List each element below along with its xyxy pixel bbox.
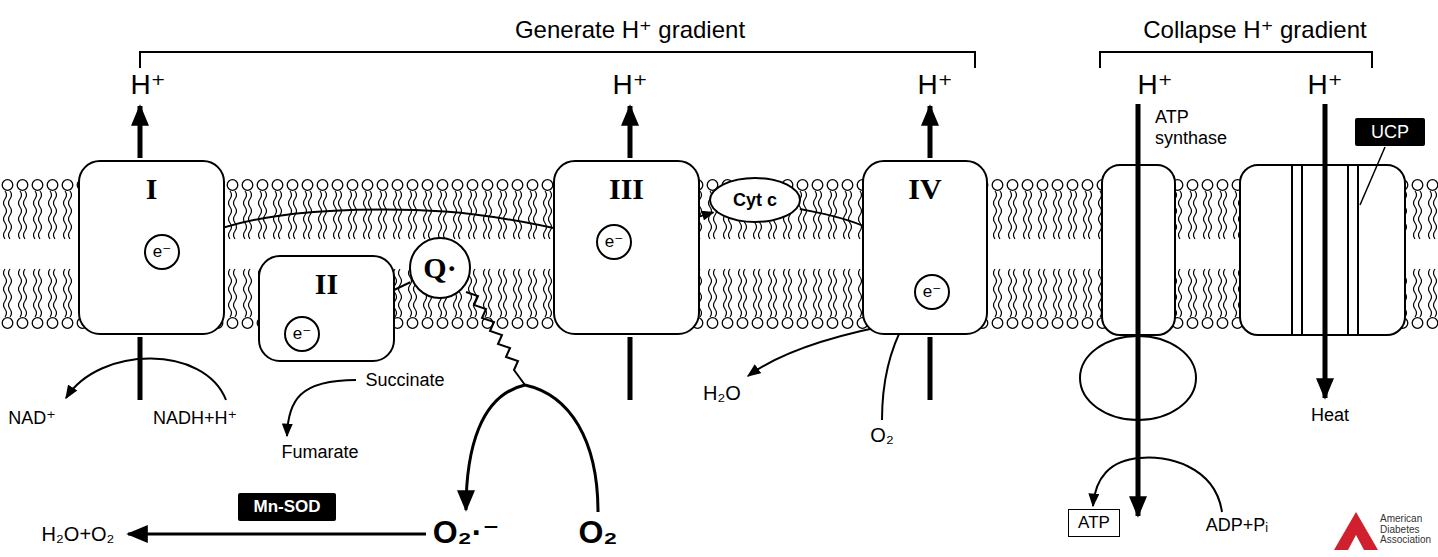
- proton-arrow: [1323, 104, 1328, 398]
- proton-arrow: [1136, 104, 1141, 516]
- bracket: [1100, 52, 1372, 68]
- ucp-tag: UCP: [1355, 118, 1425, 147]
- molecule-label: NADH+H⁺: [153, 408, 237, 429]
- cytochrome-ellipse: Cyt c: [709, 177, 801, 223]
- reaction-arrow: [1093, 458, 1222, 512]
- bracket-title: Generate H⁺ gradient: [515, 16, 745, 44]
- complex-box: II e⁻: [258, 255, 395, 362]
- bracket: [140, 52, 975, 68]
- molecule-label: O₂·⁻: [433, 514, 500, 551]
- node-text: IV: [908, 172, 941, 207]
- molecule-label: H₂O+O₂: [42, 523, 115, 546]
- reaction-arrow: [287, 380, 356, 436]
- electron-leak-line: [466, 292, 525, 385]
- complex-box: III e⁻: [553, 160, 700, 335]
- proton-arrow: [138, 106, 143, 158]
- node-text: e⁻: [153, 242, 171, 262]
- bracket-title: Collapse H⁺ gradient: [1143, 16, 1366, 44]
- proton-label: H⁺: [1308, 69, 1343, 101]
- quinone-circle: Q·: [409, 237, 471, 299]
- node-text: Cyt c: [733, 190, 777, 211]
- proton-label: H⁺: [131, 69, 166, 101]
- oxygen-line: [525, 385, 598, 512]
- complex-box: Ie⁻: [78, 160, 225, 335]
- molecule-label: NAD⁺: [8, 408, 56, 429]
- node-text: I: [146, 172, 158, 207]
- part-name: ATP synthase: [1155, 107, 1245, 148]
- molecule-label: Fumarate: [281, 442, 358, 463]
- molecule-label: ADP+Pᵢ: [1206, 515, 1268, 536]
- leader-line: [1360, 147, 1385, 205]
- reaction-arrow: [66, 358, 226, 400]
- superoxide-arrow: [466, 385, 525, 510]
- molecule-label: Succinate: [365, 370, 444, 391]
- node-text: e⁻: [293, 324, 311, 344]
- node-text: III: [609, 172, 644, 207]
- logo-text: American Diabetes Association: [1380, 514, 1434, 546]
- proton-arrow: [138, 337, 143, 400]
- node-text: e⁻: [605, 232, 623, 252]
- electron-circle: e⁻: [144, 234, 180, 270]
- proton-arrow: [628, 106, 633, 158]
- node-text: e⁻: [923, 282, 941, 302]
- proton-label: H⁺: [918, 69, 953, 101]
- node-text: Mn-SOD: [253, 497, 320, 517]
- output-label: Heat: [1311, 405, 1349, 426]
- molecule-label: O₂: [578, 514, 617, 551]
- logo-triangle: [1334, 512, 1378, 550]
- node-text: UCP: [1371, 122, 1409, 143]
- proton-label: H⁺: [1138, 69, 1173, 101]
- enzyme-tag: Mn-SOD: [238, 493, 336, 521]
- electron-path: [180, 209, 594, 244]
- molecule-label: O₂: [870, 424, 893, 447]
- complex-box: IV e⁻: [862, 160, 988, 335]
- node-text: II: [315, 267, 338, 302]
- node-text: Q·: [423, 251, 456, 286]
- logo-cutout: [1348, 535, 1364, 550]
- electron-circle: e⁻: [596, 224, 632, 260]
- proton-label: H⁺: [613, 69, 648, 101]
- dismutation-arrow: [128, 533, 426, 536]
- proton-arrow: [928, 337, 933, 400]
- proton-arrow: [628, 337, 633, 400]
- molecule-label: H₂O: [703, 382, 741, 405]
- reaction-line: [882, 322, 905, 420]
- proton-arrow: [928, 106, 933, 158]
- node-text: ATP: [1078, 513, 1110, 533]
- product-box: ATP: [1068, 509, 1120, 537]
- electron-circle: e⁻: [914, 274, 950, 310]
- electron-circle: e⁻: [284, 316, 320, 352]
